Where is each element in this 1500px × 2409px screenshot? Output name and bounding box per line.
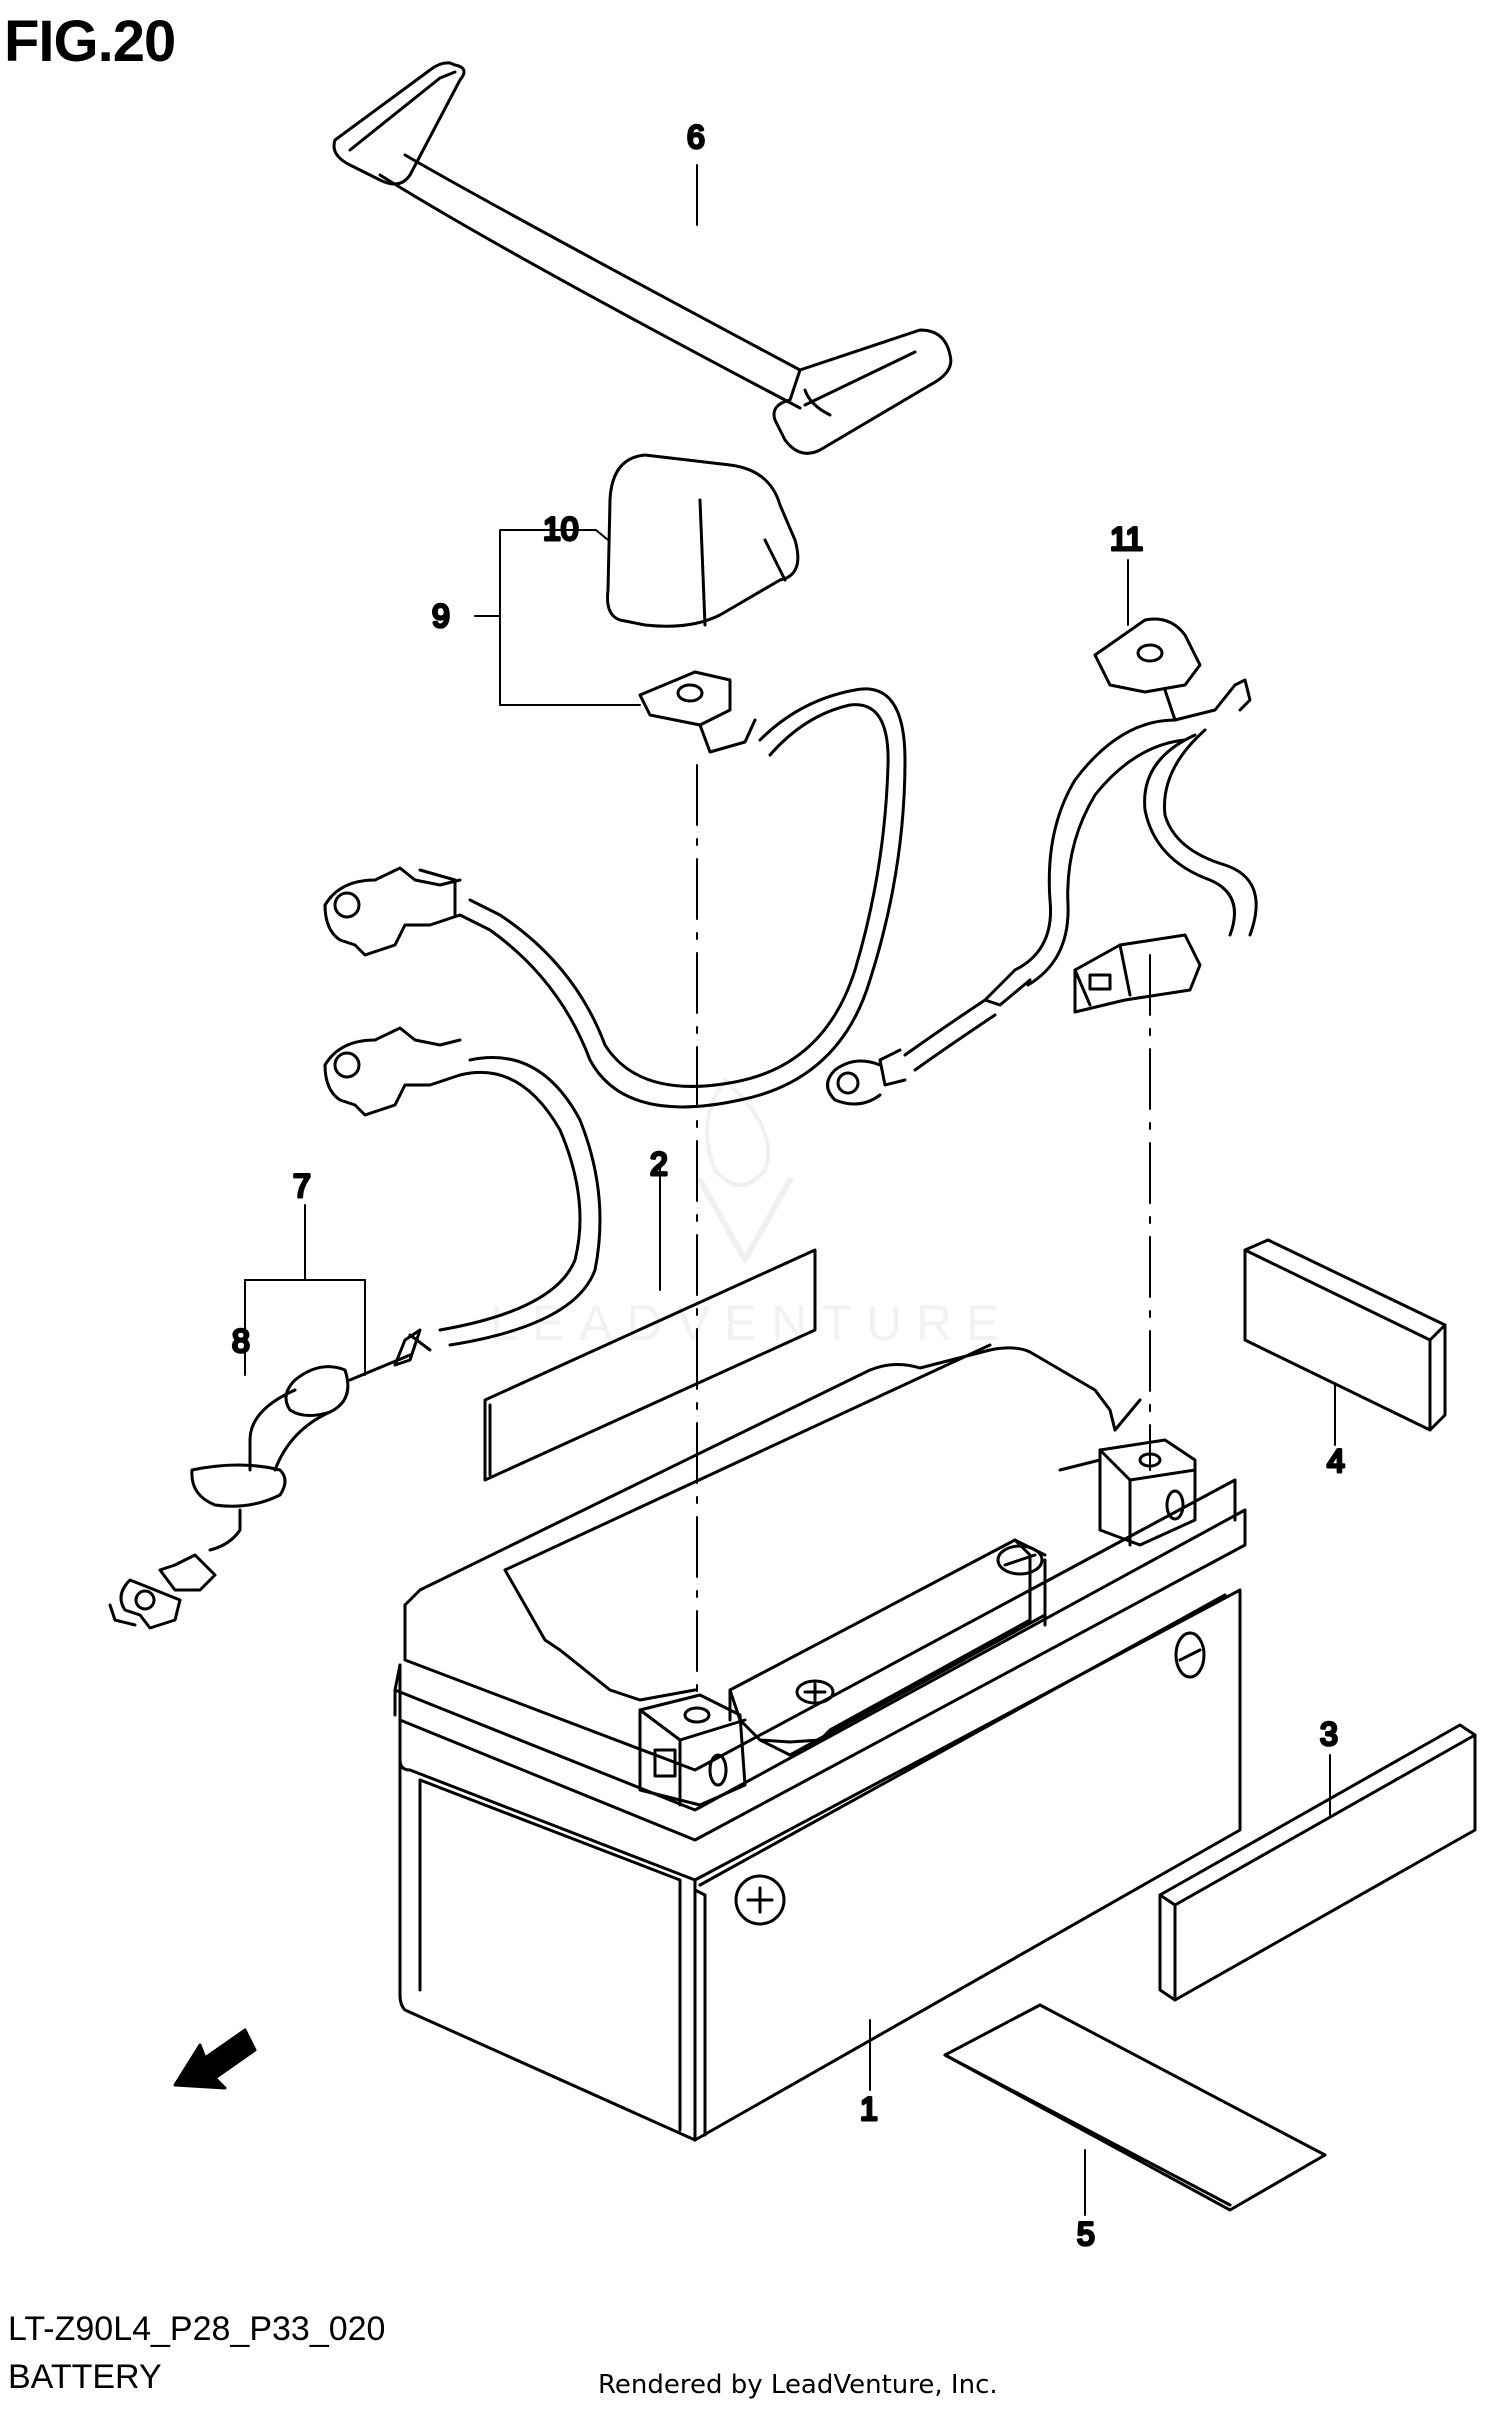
callout-4: 4 [1327, 1443, 1345, 1479]
pad-part-5 [943, 2003, 1327, 2216]
callout-2: 2 [650, 1146, 668, 1182]
assembly-centerlines [696, 764, 1151, 1701]
callout-leader-10 [595, 529, 609, 541]
callout-5: 5 [1077, 2216, 1095, 2252]
callout-6: 6 [687, 119, 705, 155]
section-name: BATTERY [8, 2358, 162, 2396]
figure-title: FIG.20 [4, 9, 176, 74]
callout-bracket-7-8 [244, 1204, 366, 1376]
rendered-credit: Rendered by LeadVenture, Inc. [598, 2370, 998, 2400]
callout-7: 7 [293, 1168, 311, 1204]
sensor-cable-part-11 [826, 617, 1258, 1106]
terminal-cover-part-10 [606, 453, 800, 628]
diagram-code: LT-Z90L4_P28_P33_020 [8, 2310, 386, 2348]
callout-3: 3 [1320, 1716, 1338, 1752]
positive-cable-part-9 [323, 670, 907, 1109]
spacer-part-4 [1243, 1238, 1447, 1446]
battery-part-1 [393, 1343, 1247, 2142]
callout-9: 9 [432, 598, 450, 634]
negative-cable-part-7 [108, 1026, 602, 1630]
watermark-text: LEADVENTURE [490, 1295, 1014, 1351]
pad-part-3 [1158, 1723, 1477, 2002]
callout-11: 11 [1110, 521, 1143, 557]
battery-band-part-6 [332, 61, 953, 455]
label-sheet-part-2 [483, 1164, 817, 1482]
callout-8: 8 [232, 1323, 250, 1359]
callout-bracket-9 [474, 529, 641, 706]
callout-1: 1 [860, 2091, 878, 2127]
forward-direction-arrow: FWD [173, 2028, 257, 2090]
watermark-logo: LEADVENTURE [490, 1078, 1014, 1351]
callout-10: 10 [543, 511, 579, 547]
